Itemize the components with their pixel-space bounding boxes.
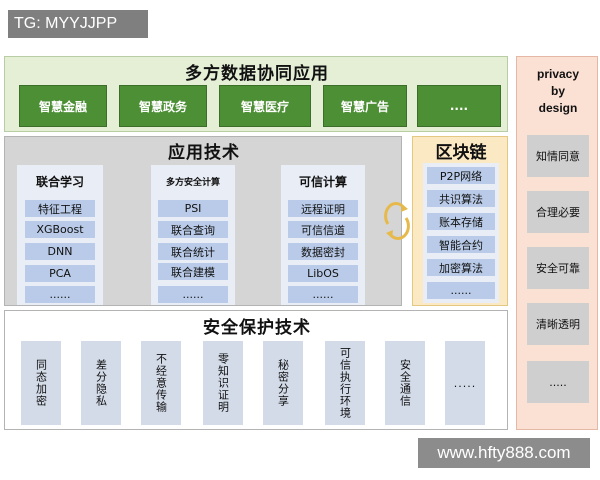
privacy-item: 清晰透明 (527, 303, 589, 345)
tg-watermark: TG: MYYJJPP (8, 10, 148, 38)
list-item: 共识算法 (427, 190, 495, 207)
list-item: DNN (25, 243, 95, 260)
list-item: 加密算法 (427, 259, 495, 276)
blockchain-section: 区块链 P2P网络 共识算法 账本存储 智能合约 加密算法 ...... (412, 136, 508, 306)
security-item: 差分隐私 (81, 341, 121, 425)
list-item: ...... (25, 286, 95, 303)
list-item: 远程证明 (288, 200, 358, 217)
security-tech-section: 安全保护技术 同态加密 差分隐私 不经意传输 零知识证明 秘密分享 可信执行环境… (4, 310, 508, 430)
app-smart-advertising: 智慧广告 (323, 85, 407, 127)
column-title: 联合学习 (35, 174, 84, 189)
multi-party-title: 多方数据协同应用 (185, 63, 329, 84)
list-item: PCA (25, 265, 95, 282)
privacy-item: 合理必要 (527, 191, 589, 233)
list-item: 联合建模 (158, 263, 228, 280)
privacy-by-design-section: privacy by design 知情同意 合理必要 安全可靠 清晰透明 ..… (516, 56, 598, 430)
list-item: 联合统计 (158, 243, 228, 260)
security-item: 零知识证明 (203, 341, 243, 425)
list-item: PSI (158, 200, 228, 217)
list-item: 智能合约 (427, 236, 495, 253)
list-item: 账本存储 (427, 213, 495, 230)
multi-party-section: 多方数据协同应用 智慧金融 智慧政务 智慧医疗 智慧广告 .... (4, 56, 508, 132)
security-item: 安全通信 (385, 341, 425, 425)
list-item: ...... (427, 282, 495, 299)
url-watermark: www.hfty888.com (418, 438, 590, 468)
app-more: .... (417, 85, 501, 127)
app-tech-title: 应用技术 (168, 142, 240, 163)
list-item: 数据密封 (288, 243, 358, 260)
list-item: 特征工程 (25, 200, 95, 217)
list-item: 联合查询 (158, 221, 228, 238)
blockchain-column: P2P网络 共识算法 账本存储 智能合约 加密算法 ...... (423, 163, 499, 303)
security-item: ..... (445, 341, 485, 425)
federated-learning-column: 联合学习 特征工程 XGBoost DNN PCA ...... (17, 165, 103, 305)
column-title: 多方安全计算 (165, 177, 220, 188)
list-item: 可信信道 (288, 221, 358, 238)
blockchain-title: 区块链 (435, 142, 487, 163)
app-smart-government: 智慧政务 (119, 85, 207, 127)
security-item: 不经意传输 (141, 341, 181, 425)
security-item: 可信执行环境 (325, 341, 365, 425)
app-tech-section: 应用技术 联合学习 特征工程 XGBoost DNN PCA ...... 多方… (4, 136, 402, 306)
mpc-column: 多方安全计算 PSI 联合查询 联合统计 联合建模 ...... (151, 165, 235, 305)
trusted-computing-column: 可信计算 远程证明 可信信道 数据密封 LibOS ...... (281, 165, 365, 305)
list-item: XGBoost (25, 221, 95, 238)
security-item: 同态加密 (21, 341, 61, 425)
security-tech-title: 安全保护技术 (203, 317, 311, 338)
app-smart-medical: 智慧医疗 (219, 85, 311, 127)
sync-loop-icon (384, 202, 410, 240)
column-title: 可信计算 (298, 174, 347, 189)
security-item: 秘密分享 (263, 341, 303, 425)
list-item: LibOS (288, 265, 358, 282)
list-item: ...... (158, 286, 228, 303)
privacy-title: privacy by design (536, 66, 580, 115)
list-item: P2P网络 (427, 167, 495, 184)
app-smart-finance: 智慧金融 (19, 85, 107, 127)
list-item: ...... (288, 286, 358, 303)
privacy-item: 知情同意 (527, 135, 589, 177)
privacy-item: 安全可靠 (527, 247, 589, 289)
privacy-item: ..... (527, 361, 589, 403)
